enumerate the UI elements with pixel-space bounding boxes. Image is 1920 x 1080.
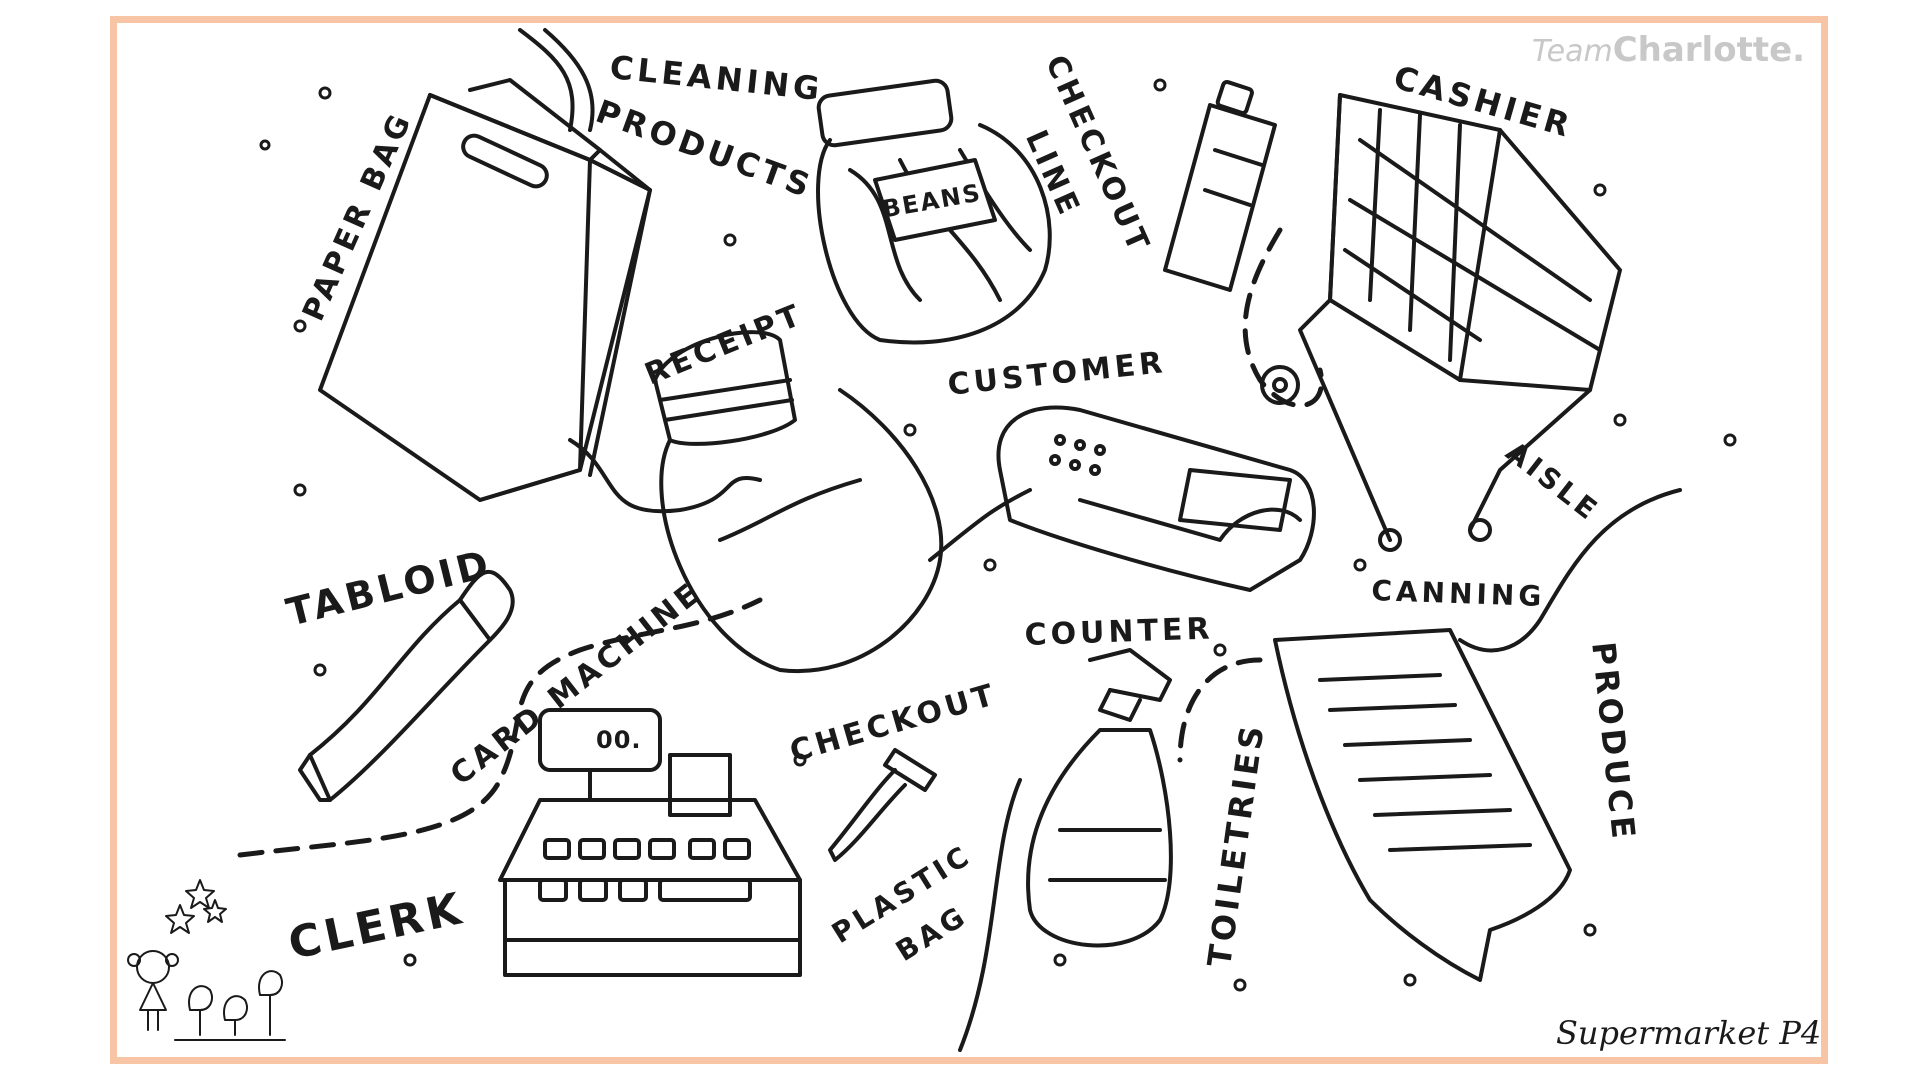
brand-logo: TeamCharlotte. xyxy=(1532,30,1805,70)
dashed-path xyxy=(237,597,763,858)
label-canning: CANNING xyxy=(1370,574,1546,614)
tube-illustration xyxy=(298,569,515,802)
brand-name: Charlotte xyxy=(1612,30,1793,70)
cable-line xyxy=(1458,488,1682,653)
stars-doodle xyxy=(165,879,227,934)
dashed-path xyxy=(1177,657,1263,763)
label-counter: COUNTER xyxy=(1024,611,1215,653)
shopping-cart-illustration xyxy=(1260,93,1622,552)
receipt-illustration xyxy=(1273,628,1572,982)
bean-jar-illustration xyxy=(816,78,1052,345)
brand-team: Team xyxy=(1532,34,1613,69)
cash-register-illustration xyxy=(498,708,802,977)
dot-decorations xyxy=(259,78,1737,992)
girl-doodle xyxy=(127,950,286,1041)
register-display-text: 00. xyxy=(596,726,642,754)
cable-line xyxy=(958,778,1022,1052)
cable-line xyxy=(518,28,595,132)
card-machine-illustration xyxy=(996,405,1316,592)
razor-illustration xyxy=(828,748,937,862)
cable-line xyxy=(568,438,762,514)
spray-bottle-small-illustration xyxy=(1163,79,1277,292)
paper-bag-illustration xyxy=(318,78,652,502)
cable-line xyxy=(928,488,1032,562)
brand-dot: . xyxy=(1792,30,1806,70)
dashed-path xyxy=(1242,227,1324,408)
mason-jar-illustration xyxy=(653,330,944,674)
page-caption: Supermarket P4 xyxy=(1556,1014,1822,1052)
spray-bottle-illustration xyxy=(1026,648,1173,948)
